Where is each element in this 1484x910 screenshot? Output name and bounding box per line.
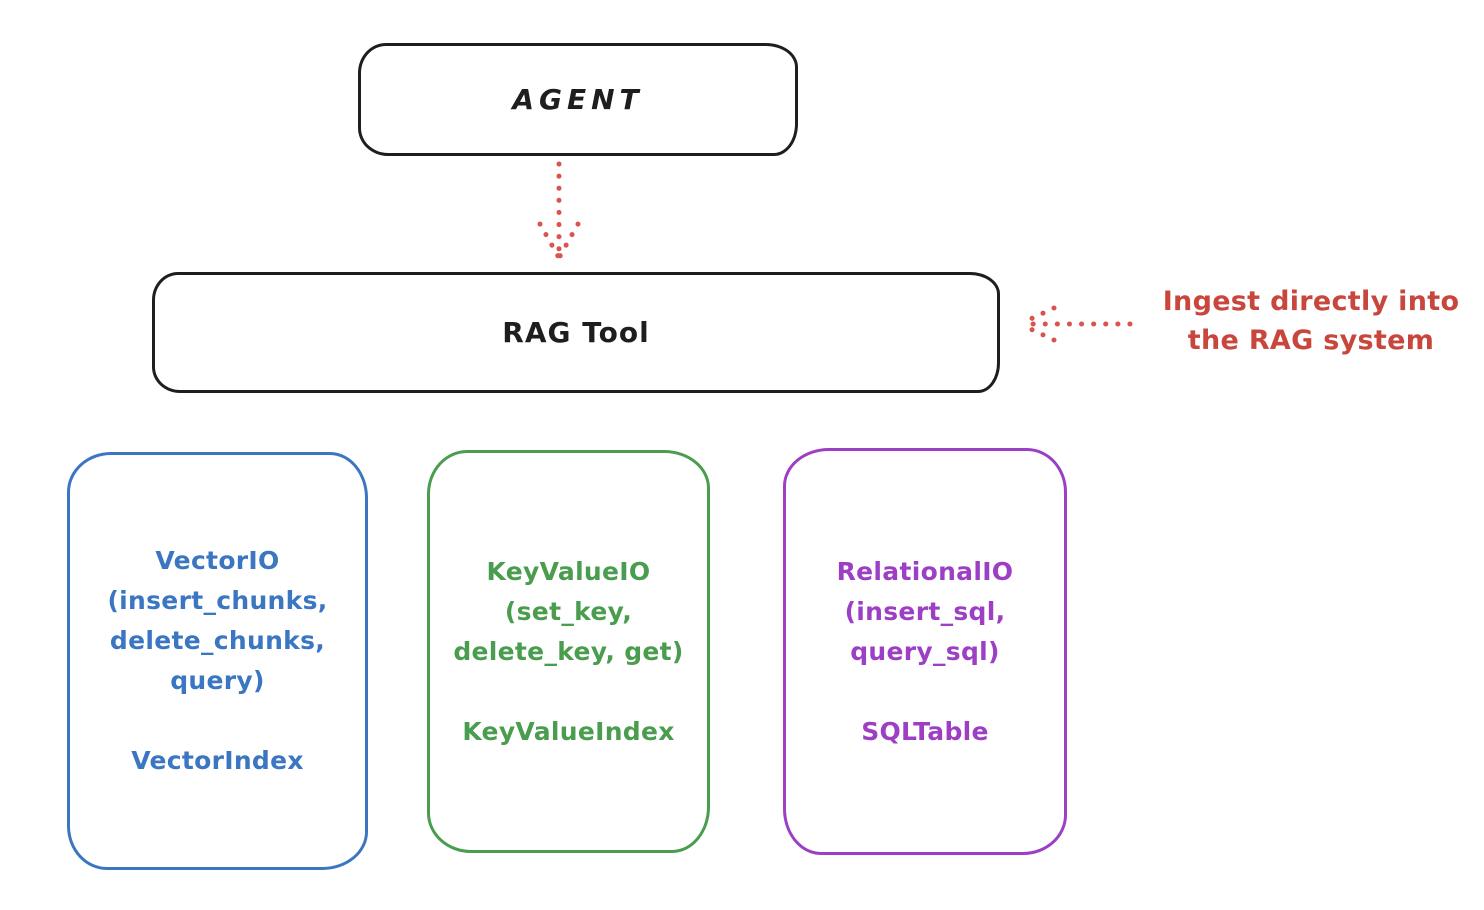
rag-tool-label: RAG Tool (502, 316, 650, 349)
keyvalue-index-label: KeyValueIndex (462, 716, 675, 746)
vector-index-label: VectorIndex (131, 746, 304, 775)
box-text-line: (insert_chunks, (107, 586, 328, 615)
vector-io-box: VectorIO (insert_chunks, delete_chunks,que… (67, 452, 368, 870)
box-text-line: delete_chunks, (109, 626, 326, 655)
box-text-line: KeyValueIO (486, 556, 651, 586)
arrow-head-bottom (1019, 322, 1057, 343)
keyvalue-io-box: KeyValueIO (set_key, delete_key, get) KeyV… (427, 450, 710, 853)
arrow-head-left (537, 221, 561, 259)
box-text-line: VectorIO (155, 546, 280, 575)
box-text-line: (insert_sql, (844, 596, 1006, 626)
agent-box: AGENT (358, 43, 798, 156)
sql-table-label: SQLTable (861, 716, 989, 746)
agent-label: AGENT (512, 83, 644, 116)
box-text-line: (set_key, (504, 596, 633, 626)
keyvalue-io-signature: KeyValueIO (set_key, delete_key, get) (453, 552, 683, 672)
arrow-ingest-into-rag-tool-icon (1019, 305, 1133, 343)
box-text-line: RelationalIO (836, 556, 1014, 586)
arrow-head-top (1019, 305, 1057, 326)
ingest-annotation: Ingest directly into the RAG system (1138, 282, 1484, 360)
ingest-annotation-line2: the RAG system (1187, 325, 1435, 356)
box-text-line: query) (170, 666, 265, 695)
rag-tool-box: RAG Tool (152, 272, 1000, 393)
arrow-head-right (557, 221, 581, 259)
relational-io-signature: RelationalIO (insert_sql, query_sql) (837, 552, 1014, 672)
relational-io-box: RelationalIO (insert_sql, query_sql) SQLTa… (783, 448, 1067, 855)
box-text-line: query_sql) (850, 636, 1000, 666)
box-text-line: delete_key, get) (453, 636, 684, 666)
arrow-agent-to-rag-tool-icon (537, 161, 581, 259)
ingest-annotation-line1: Ingest directly into (1162, 286, 1460, 317)
vector-io-signature: VectorIO (insert_chunks, delete_chunks,que… (107, 541, 327, 701)
